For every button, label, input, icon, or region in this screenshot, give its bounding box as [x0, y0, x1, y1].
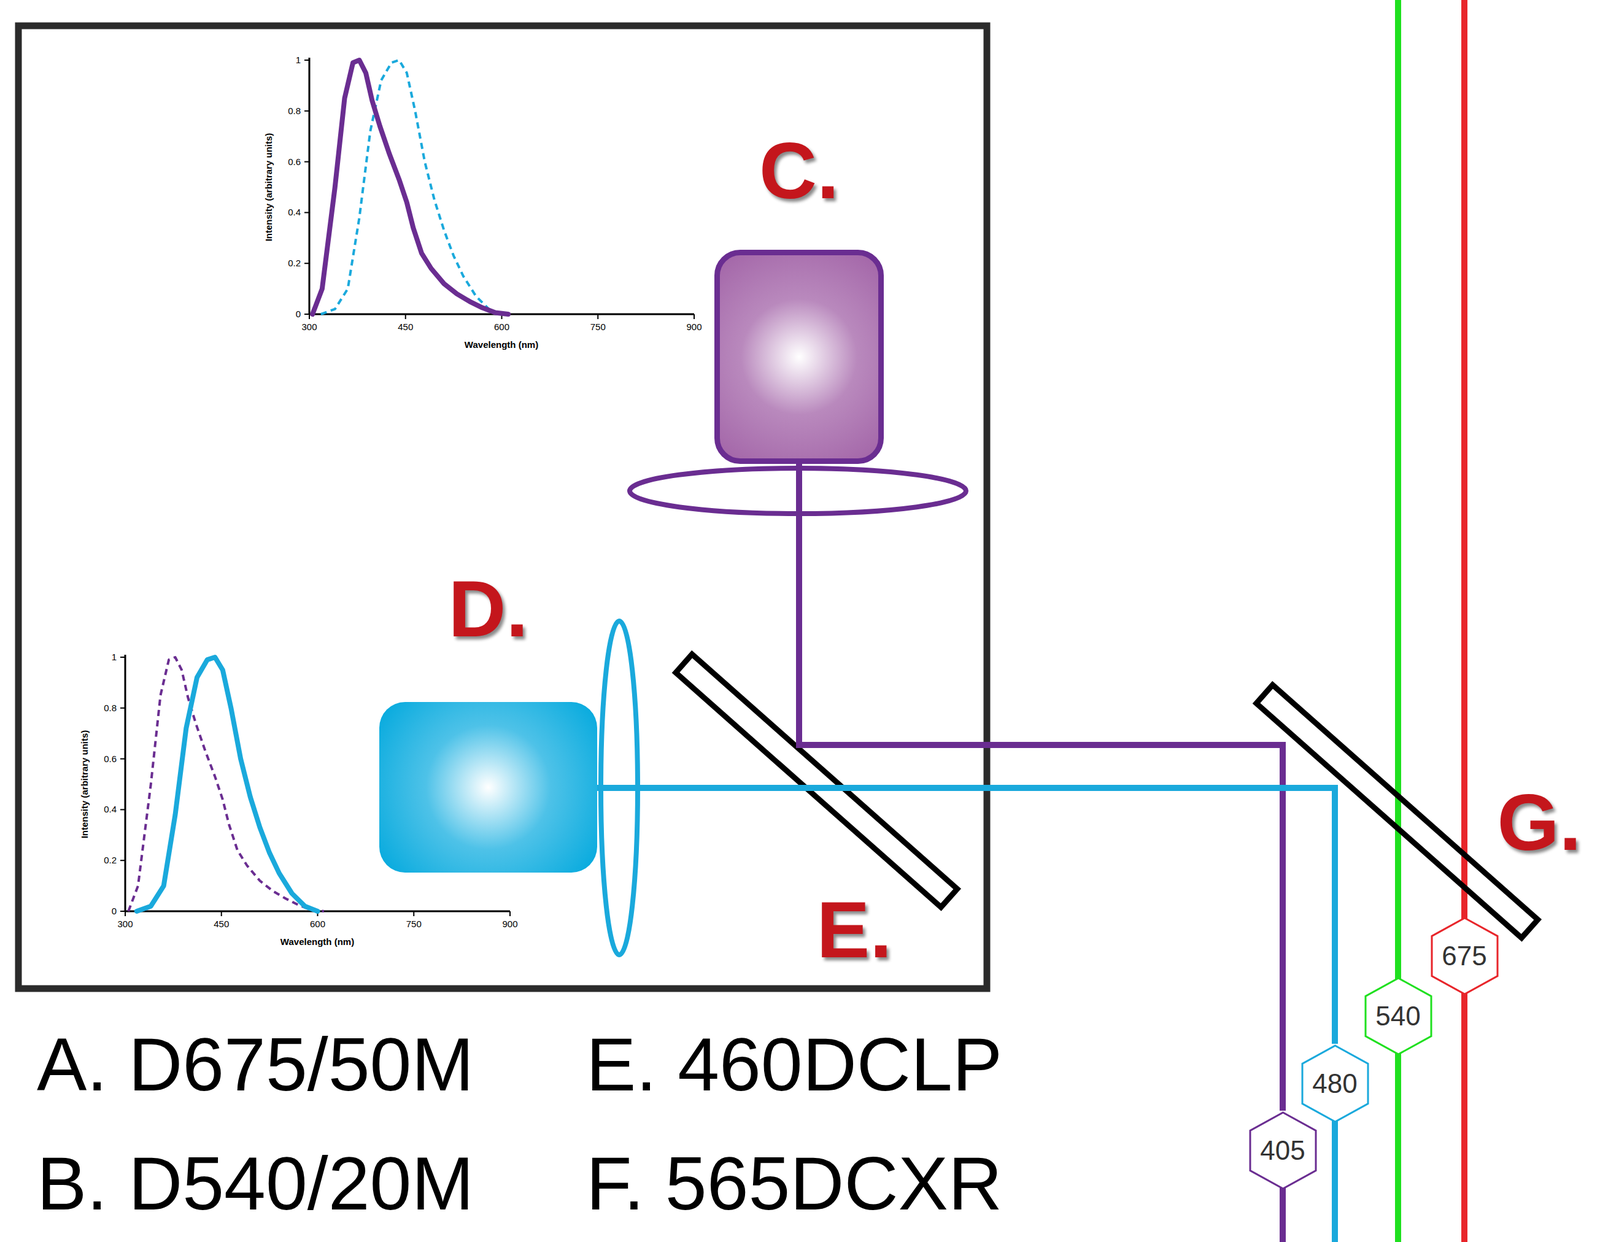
axis-title: Intensity (arbitrary units) [263, 133, 275, 242]
axis-tick-label: 300 [301, 322, 317, 333]
tick-mark [124, 911, 126, 917]
axis-tick-label: 900 [686, 322, 702, 333]
inset-frame [18, 25, 987, 989]
tick-mark [304, 161, 310, 163]
tick-mark [220, 911, 223, 917]
tick-mark [304, 59, 310, 61]
wavelength-hexagon: 480 [1300, 1043, 1370, 1124]
hexagon-shape [1302, 1045, 1369, 1122]
tick-mark [304, 110, 310, 112]
y-axis [308, 57, 311, 315]
filter-label: B. D540/20M [36, 1142, 474, 1226]
axis-tick-label: 450 [213, 919, 229, 930]
tick-mark [304, 313, 310, 315]
tick-mark [120, 910, 126, 913]
wavelength-label: 540 [1375, 1000, 1421, 1032]
axis-tick-label: 0.4 [103, 804, 117, 816]
axis-tick-label: 750 [590, 322, 606, 333]
filter-label: F. 565DCXR [586, 1142, 1003, 1226]
green-beam [1395, 0, 1402, 1242]
hexagon-content: 540 [1375, 1000, 1421, 1032]
filter-label: A. D675/50M [36, 1023, 474, 1106]
axis-tick-label: 0.2 [287, 258, 301, 269]
axis-tick-label: 600 [494, 322, 510, 333]
spectrum-curve [136, 657, 318, 912]
hexagon-content: 480 [1312, 1068, 1357, 1100]
tick-mark [120, 808, 126, 811]
part-letter: E. [816, 886, 893, 974]
tick-mark [693, 314, 695, 320]
axis-title: Wavelength (nm) [280, 937, 355, 948]
light-source: C. [714, 249, 884, 464]
y-axis [124, 654, 127, 912]
filter-label: E. 460DCLP [586, 1023, 1003, 1106]
spectrum-curve [128, 657, 325, 912]
light-source: D. [379, 702, 598, 873]
axis-tick-label: 900 [502, 919, 518, 930]
axis-tick-label: 0.2 [103, 855, 117, 866]
violet-beam-out [1279, 1187, 1286, 1242]
spectrum-curve [312, 60, 509, 315]
hexagon-shape [1431, 918, 1498, 995]
axis-tick-label: 0 [295, 309, 301, 320]
axis-title: Intensity (arbitrary units) [79, 730, 91, 839]
tick-mark [120, 859, 126, 862]
axis-tick-label: 0.6 [287, 156, 301, 167]
axis-tick-label: 750 [406, 919, 422, 930]
tick-mark [304, 211, 310, 213]
tick-mark [120, 758, 126, 760]
spectrum-curve [320, 60, 503, 315]
tick-mark [120, 656, 126, 658]
axis-tick-label: 300 [117, 919, 133, 930]
hexagon-content: 675 [1441, 940, 1487, 972]
tick-mark [597, 314, 599, 320]
axis-tick-label: 0.6 [103, 753, 117, 765]
blue-beam-out [1331, 1120, 1338, 1242]
tick-mark [308, 314, 310, 320]
tick-mark [120, 707, 126, 709]
axis-tick-label: 450 [397, 322, 414, 333]
red-beam [1461, 0, 1468, 1242]
tick-mark [304, 262, 310, 264]
wavelength-hexagon: 540 [1363, 976, 1434, 1057]
axis-tick-label: 0.4 [287, 207, 301, 218]
axis-tick-label: 0 [111, 906, 117, 917]
dichroic-mirror [1256, 684, 1539, 938]
tick-mark [509, 911, 511, 917]
hexagon-shape [1250, 1112, 1316, 1189]
wavelength-hexagon: 405 [1248, 1110, 1318, 1191]
wavelength-label: 675 [1441, 940, 1487, 972]
axis-title: Wavelength (nm) [464, 340, 539, 351]
axis-tick-label: 0.8 [287, 106, 301, 117]
hexagon-shape [1365, 978, 1432, 1055]
part-letter: G. [1496, 778, 1581, 867]
tick-mark [405, 314, 407, 320]
axis-tick-label: 1 [295, 55, 301, 66]
wavelength-hexagon: 675 [1429, 916, 1500, 997]
hexagon-content: 405 [1259, 1135, 1305, 1167]
light-beam [597, 788, 1335, 1044]
part-letter: C. [759, 127, 839, 215]
axis-tick-label: 600 [309, 919, 326, 930]
part-letter: D. [448, 565, 529, 654]
axis-tick-label: 1 [111, 652, 117, 663]
wavelength-label: 405 [1259, 1135, 1305, 1167]
tick-mark [413, 911, 415, 917]
dichroic-mirror [675, 654, 958, 908]
axis-tick-label: 0.8 [103, 703, 117, 714]
wavelength-label: 480 [1312, 1068, 1357, 1100]
